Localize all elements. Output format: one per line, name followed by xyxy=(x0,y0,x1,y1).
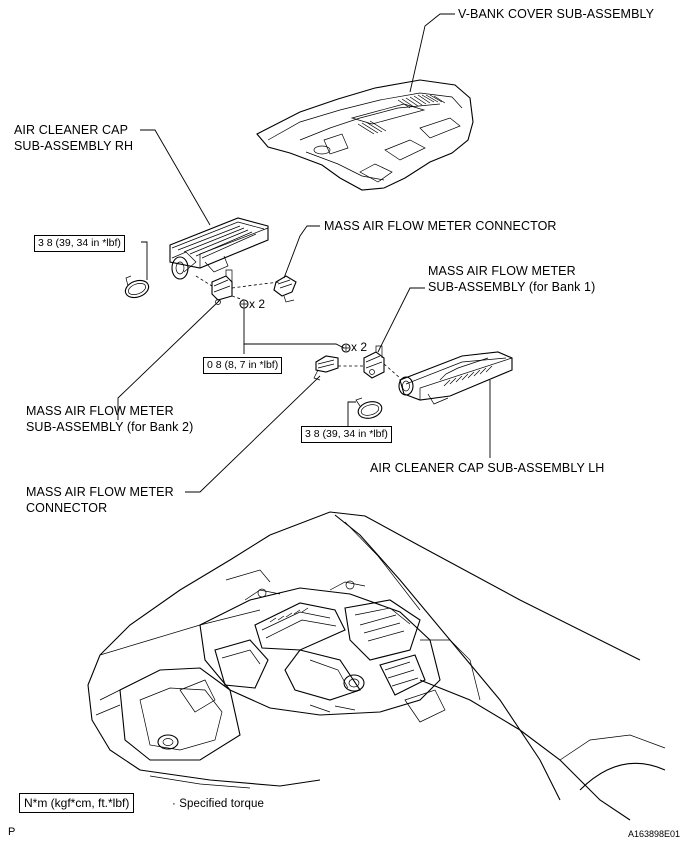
dash-maf2-to-connector xyxy=(231,281,281,289)
leader-maf-bank1 xyxy=(377,287,425,353)
clamp-rh-drawing xyxy=(124,275,150,299)
label-maf-connector-bottom-line1: MASS AIR FLOW METER xyxy=(26,485,174,499)
dash-rh-to-maf2 xyxy=(195,275,213,287)
v-bank-cover-drawing xyxy=(256,79,474,191)
leader-torque-lh xyxy=(347,401,356,426)
dash-screw-upper xyxy=(231,295,245,301)
label-air-cleaner-lh: AIR CLEANER CAP SUB-ASSEMBLY LH xyxy=(370,461,605,475)
count-lower-screws: x 2 xyxy=(351,340,368,354)
label-maf-bank2-line1: MASS AIR FLOW METER xyxy=(26,404,174,418)
label-maf-connector-top: MASS AIR FLOW METER CONNECTOR xyxy=(324,219,557,233)
leader-torque-rh xyxy=(141,241,148,280)
maf-sensor-bank1-drawing xyxy=(363,345,385,379)
label-air-cleaner-rh-line2: SUB-ASSEMBLY RH xyxy=(14,139,134,153)
legend-unit-box: N*m (kgf*cm, ft.*lbf) xyxy=(19,793,135,813)
leader-maf-bank2 xyxy=(117,299,221,420)
label-air-cleaner-rh-line1: AIR CLEANER CAP xyxy=(14,123,129,137)
air-cleaner-cap-lh-drawing xyxy=(398,351,513,405)
leader-air-cleaner-rh xyxy=(140,129,211,226)
label-maf-bank2-line2: SUB-ASSEMBLY (for Bank 2) xyxy=(26,420,194,434)
screw-upper-drawing xyxy=(239,299,249,309)
label-maf-bank1-line2: SUB-ASSEMBLY (for Bank 1) xyxy=(428,280,596,294)
label-v-bank-cover: V-BANK COVER SUB-ASSEMBLY xyxy=(458,7,655,21)
figure-id: A163898E01 xyxy=(628,829,681,839)
maf-connector-top-drawing xyxy=(273,275,297,303)
label-maf-bank1-line1: MASS AIR FLOW METER xyxy=(428,264,576,278)
footer-code: P xyxy=(8,826,16,838)
clamp-lh-drawing xyxy=(355,397,383,419)
label-maf-connector-bottom-line2: CONNECTOR xyxy=(26,501,108,515)
leader-maf-connector-bottom xyxy=(185,375,321,493)
leader-screws-torque xyxy=(243,308,345,349)
leader-v-bank-cover xyxy=(409,13,455,93)
air-cleaner-cap-rh-drawing xyxy=(169,217,269,280)
torque-box-rh-clamp: 3 8 (39, 34 in *lbf) xyxy=(34,235,125,252)
leader-maf-connector-top xyxy=(283,225,320,279)
maf-connector-bottom-drawing xyxy=(313,355,339,381)
torque-box-screws: 0 8 (8, 7 in *lbf) xyxy=(203,357,283,374)
maf-sensor-bank2-drawing xyxy=(211,269,233,305)
count-upper-screws: x 2 xyxy=(249,297,266,311)
vehicle-engine-bay-drawing xyxy=(87,511,666,821)
dash-maf1-to-lh xyxy=(383,363,401,379)
screw-lower-drawing xyxy=(341,343,351,353)
torque-box-lh-clamp: 3 8 (39, 34 in *lbf) xyxy=(301,426,392,443)
legend-description: · Specified torque xyxy=(172,798,264,810)
